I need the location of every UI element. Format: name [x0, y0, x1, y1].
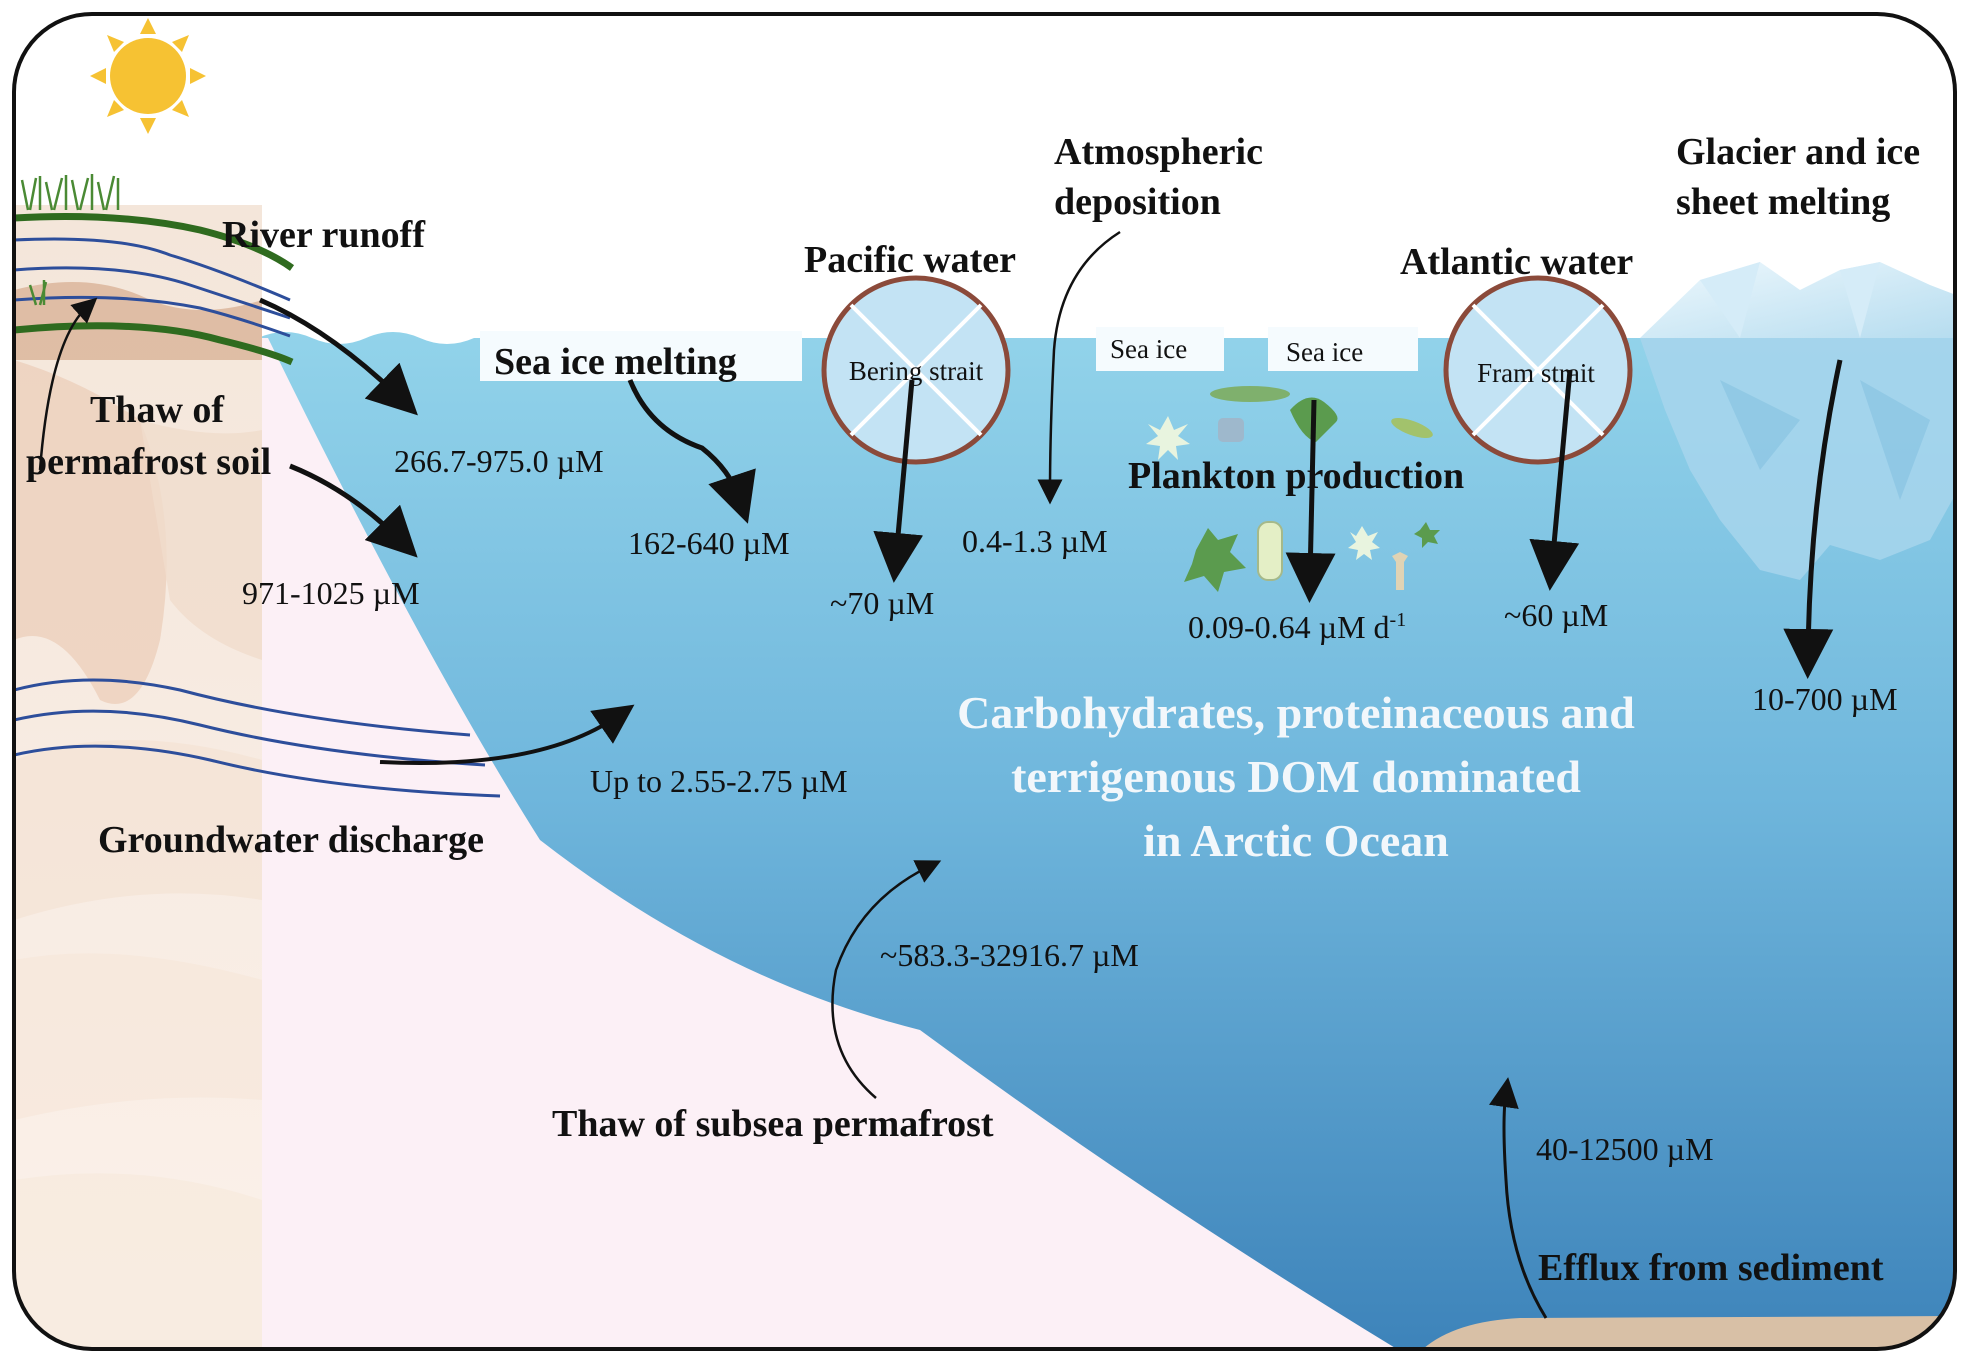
value-efflux-sediment: 40-12500 µM [1536, 1131, 1714, 1167]
sea-ice-slab [1096, 327, 1224, 371]
arrow-icon [38, 297, 98, 471]
value-permafrost-soil: 971-1025 µM [242, 575, 420, 611]
arrow-icon [1037, 230, 1121, 505]
thaw-permafrost-label-line2: permafrost soil [26, 441, 271, 483]
groundwater-line [14, 709, 486, 767]
sea-ice-melting-label: Sea ice melting [494, 341, 737, 383]
value-river-runoff: 266.7-975.0 µM [394, 443, 604, 479]
groundwater-discharge-label: Groundwater discharge [98, 819, 484, 861]
efflux-from-sediment-label: Efflux from sediment [1538, 1247, 1884, 1289]
atmospheric-label-line1: Atmospheric [1054, 131, 1263, 173]
fram-strait-circle [1443, 275, 1633, 465]
arrow-icon [289, 463, 418, 558]
fram-strait-label: Fram strait [1477, 358, 1595, 388]
groundwater-line [14, 678, 471, 737]
main-text-line2: terrigenous DOM dominated [1011, 751, 1581, 802]
river-water-line [14, 295, 291, 338]
bering-strait-circle [821, 275, 1011, 465]
glacier-label-line2: sheet melting [1676, 181, 1890, 223]
atlantic-water-label: Atlantic water [1400, 241, 1633, 283]
sea-ice-slab [1268, 327, 1418, 371]
bering-strait-label: Bering strait [849, 356, 984, 386]
arrow-icon [1529, 369, 1580, 591]
main-text-line1: Carbohydrates, proteinaceous and [957, 687, 1635, 738]
sea-ice-slab [480, 331, 802, 381]
arrow-icon [379, 704, 635, 766]
seafloor-slope [14, 338, 1420, 1349]
plankton-icon [1146, 386, 1440, 592]
pacific-water-label: Pacific water [804, 239, 1016, 281]
plankton-production-label: Plankton production [1128, 455, 1464, 497]
value-groundwater-discharge: Up to 2.55-2.75 µM [590, 763, 848, 799]
river-water-line [14, 237, 291, 302]
arrow-icon [1285, 399, 1336, 603]
diagram-frame [12, 12, 1957, 1351]
value-glacier-melting: 10-700 µM [1752, 681, 1898, 717]
atmospheric-label-line2: deposition [1054, 181, 1221, 223]
main-text-line3: in Arctic Ocean [1143, 815, 1449, 866]
arrow-icon [627, 379, 756, 524]
thaw-subsea-permafrost-label: Thaw of subsea permafrost [552, 1103, 994, 1145]
sun-icon [90, 18, 206, 134]
value-pacific-water: ~70 µM [830, 585, 934, 621]
land-column [14, 205, 262, 1349]
value-subsea-permafrost: ~583.3-32916.7 µM [880, 937, 1139, 973]
sediment-mound [1410, 1316, 1955, 1349]
arrow-icon [1489, 1077, 1548, 1319]
flux-arrows [38, 230, 1843, 1319]
thaw-permafrost-label-line1: Thaw of [90, 389, 225, 431]
arrow-icon [873, 379, 924, 583]
value-sea-ice-melting: 162-640 µM [628, 525, 790, 561]
river-bank-top [14, 213, 295, 271]
glacier-label-line1: Glacier and ice [1676, 131, 1920, 173]
value-atlantic-water: ~60 µM [1504, 597, 1608, 633]
sea-ice-label: Sea ice [1286, 337, 1363, 367]
value-plankton-production: 0.09-0.64 µM d-1 [1188, 609, 1406, 645]
grass-icon [20, 174, 120, 306]
arrow-icon [831, 860, 942, 1099]
arrow-icon [1783, 359, 1843, 679]
iceberg-icon [1640, 262, 1955, 580]
groundwater-line [14, 744, 501, 798]
arrow-icon [259, 297, 418, 416]
value-atmospheric-deposition: 0.4-1.3 µM [962, 523, 1108, 559]
sea-ice-label: Sea ice [1110, 334, 1187, 364]
river-runoff-label: River runoff [222, 214, 426, 256]
river-water-line [14, 266, 291, 320]
